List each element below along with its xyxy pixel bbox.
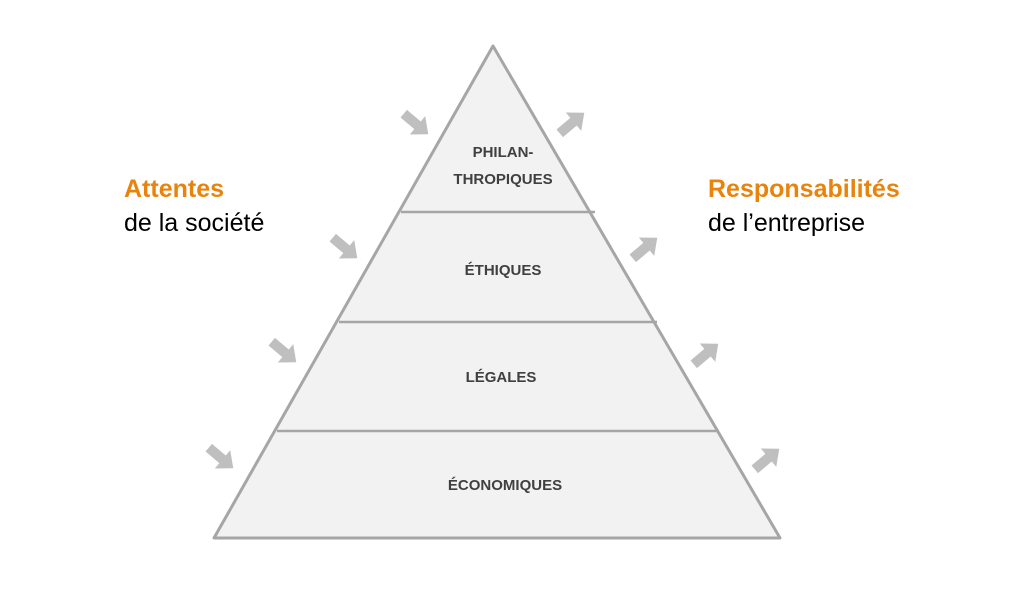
company-responsibilities-title: Responsabilités — [708, 175, 900, 203]
arrow-out-icon — [686, 334, 726, 374]
level-ethical: ÉTHIQUES — [465, 262, 542, 279]
arrow-in-icon — [396, 104, 436, 144]
arrow-out-icon — [625, 228, 665, 268]
society-expectations-label: Attentes de la société — [124, 172, 264, 240]
level-economic: ÉCONOMIQUES — [448, 477, 562, 494]
arrow-in-icon — [325, 228, 365, 268]
level-legal: LÉGALES — [466, 369, 537, 386]
pyramid-shape — [212, 44, 782, 540]
company-responsibilities-label: Responsabilités de l’entreprise — [708, 172, 900, 240]
arrow-in-icon — [201, 438, 241, 478]
arrow-out-icon — [552, 103, 592, 143]
society-expectations-title: Attentes — [124, 175, 225, 203]
arrow-out-icon — [747, 439, 787, 479]
arrow-in-icon — [264, 332, 304, 372]
company-responsibilities-subtitle: de l’entreprise — [708, 209, 866, 237]
society-expectations-subtitle: de la société — [124, 209, 265, 237]
level-philanthropic-line1: PHILAN- — [473, 144, 534, 161]
level-philanthropic-line2: THROPIQUES — [453, 171, 552, 188]
